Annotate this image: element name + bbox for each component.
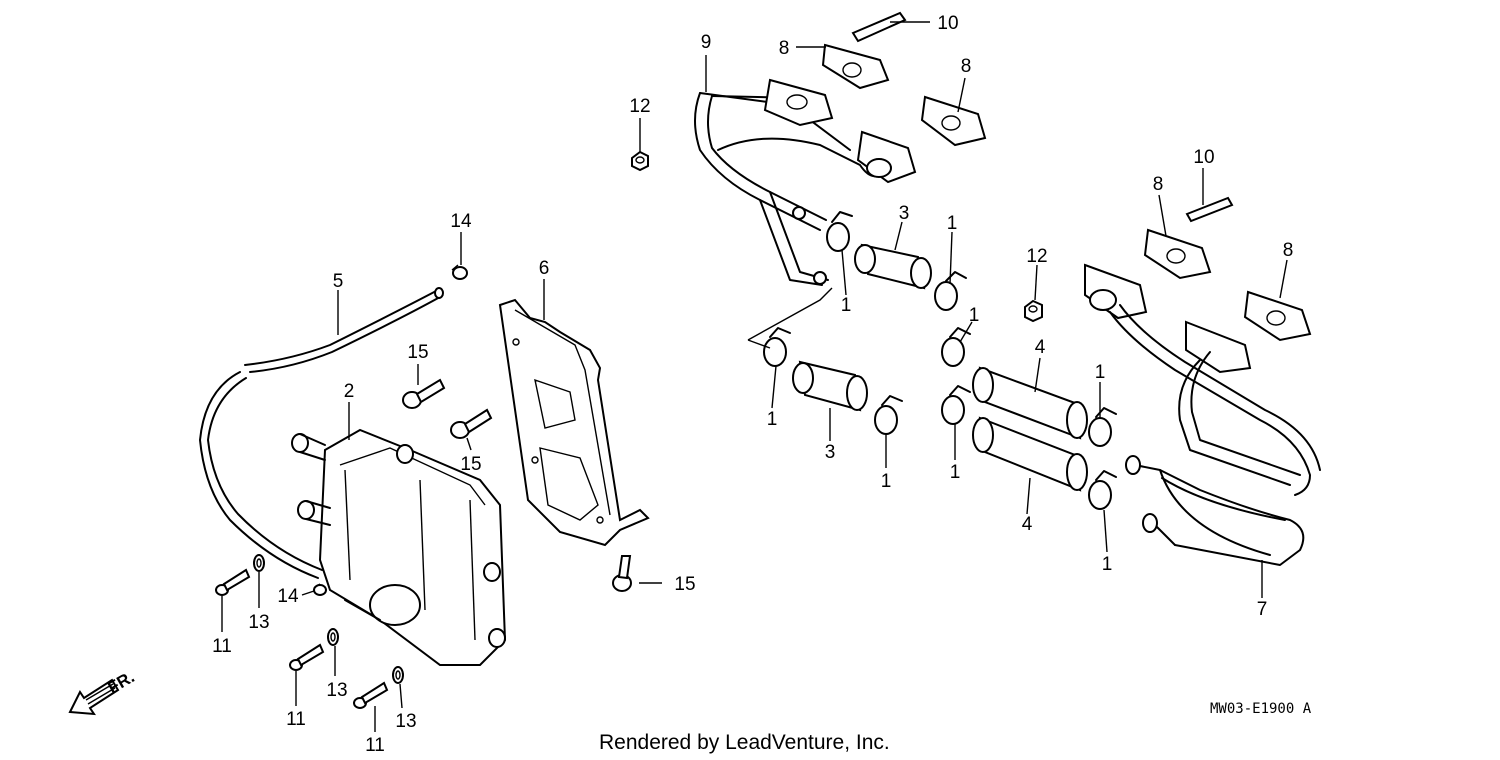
callout-15[interactable]: 15 [460, 454, 481, 475]
callout-1[interactable]: 1 [947, 213, 958, 234]
gasket-3[interactable] [1143, 228, 1212, 280]
nut-2[interactable] [1024, 299, 1043, 323]
callout-15[interactable]: 15 [407, 342, 428, 363]
long-hose-lower[interactable] [972, 416, 1088, 492]
callout-10[interactable]: 10 [1193, 147, 1214, 168]
clamp-2[interactable] [934, 271, 967, 311]
clamps [763, 211, 1117, 510]
callout-1[interactable]: 1 [767, 409, 778, 430]
callout-14[interactable]: 14 [450, 211, 472, 232]
callout-13[interactable]: 13 [395, 711, 416, 732]
bracket[interactable] [498, 298, 650, 547]
short-hose-lower[interactable] [792, 360, 868, 412]
callout-1[interactable]: 1 [841, 295, 852, 316]
gaskets [821, 43, 1312, 342]
bolt-3[interactable] [353, 681, 389, 709]
callout-12[interactable]: 12 [629, 96, 650, 117]
rear-pipe-assembly[interactable] [1084, 263, 1321, 566]
callout-14[interactable]: 14 [277, 586, 299, 607]
leader-lines [221, 21, 1288, 732]
callout-11[interactable]: 11 [286, 709, 306, 730]
callout-3[interactable]: 3 [825, 442, 836, 463]
callout-1[interactable]: 1 [1102, 554, 1113, 575]
callout-8[interactable]: 8 [961, 56, 972, 77]
clamp-8[interactable] [1088, 470, 1117, 510]
long-hose-upper[interactable] [972, 366, 1088, 440]
bolt-1[interactable] [215, 568, 251, 596]
tube-clip-2[interactable] [313, 583, 327, 596]
washer-1[interactable] [253, 554, 265, 572]
valve-unit[interactable] [291, 428, 507, 666]
clamp-6[interactable] [941, 385, 971, 425]
callout-5[interactable]: 5 [333, 271, 344, 292]
bolt-2[interactable] [289, 643, 325, 671]
callout-10[interactable]: 10 [937, 13, 958, 34]
callout-4[interactable]: 4 [1022, 514, 1033, 535]
flange-bolt-3[interactable] [612, 555, 632, 592]
stud-1[interactable] [851, 11, 907, 43]
diagram-code: MW03-E1900 A [1210, 701, 1312, 717]
callout-11[interactable]: 11 [212, 636, 232, 657]
gasket-2[interactable] [920, 95, 987, 147]
callout-3[interactable]: 3 [899, 203, 910, 224]
gasket-1[interactable] [821, 43, 890, 90]
callout-6[interactable]: 6 [539, 258, 550, 279]
nut-1[interactable] [631, 150, 649, 172]
stud-2[interactable] [1185, 196, 1234, 223]
credit-text: Rendered by LeadVenture, Inc. [599, 731, 890, 754]
clamp-7[interactable] [1088, 407, 1117, 447]
callout-2[interactable]: 2 [344, 381, 355, 402]
callouts: 9 8 10 8 12 3 1 1 1 1 3 1 1 4 4 1 1 12 8… [212, 13, 1293, 756]
clamp-5[interactable] [941, 327, 971, 367]
callout-13[interactable]: 13 [326, 680, 347, 701]
flange-bolt-2[interactable] [450, 408, 493, 439]
clamp-1[interactable] [826, 211, 853, 252]
clamp-4[interactable] [874, 395, 903, 435]
callout-8[interactable]: 8 [1153, 174, 1164, 195]
washer-3[interactable] [392, 666, 404, 684]
callout-11[interactable]: 11 [365, 735, 385, 756]
callout-1[interactable]: 1 [969, 305, 980, 326]
callout-1[interactable]: 1 [881, 471, 892, 492]
callout-12[interactable]: 12 [1026, 246, 1047, 267]
front-direction-arrow-icon: FR. [68, 667, 138, 716]
callout-8[interactable]: 8 [1283, 240, 1294, 261]
callout-9[interactable]: 9 [701, 32, 712, 53]
washer-2[interactable] [327, 628, 339, 646]
gasket-4[interactable] [1243, 290, 1312, 342]
flange-bolt-1[interactable] [402, 378, 446, 409]
callout-13[interactable]: 13 [248, 612, 269, 633]
callout-1[interactable]: 1 [950, 462, 961, 483]
short-hose-upper[interactable] [854, 243, 932, 290]
callout-15[interactable]: 15 [674, 574, 695, 595]
tube-clip-1[interactable] [451, 264, 468, 280]
front-pipe-assembly[interactable] [694, 78, 917, 286]
clamp-3[interactable] [763, 327, 791, 367]
callout-7[interactable]: 7 [1257, 599, 1268, 620]
callout-1[interactable]: 1 [1095, 362, 1106, 383]
callout-8[interactable]: 8 [779, 38, 790, 59]
vent-tube[interactable] [199, 287, 444, 579]
callout-4[interactable]: 4 [1035, 337, 1046, 358]
